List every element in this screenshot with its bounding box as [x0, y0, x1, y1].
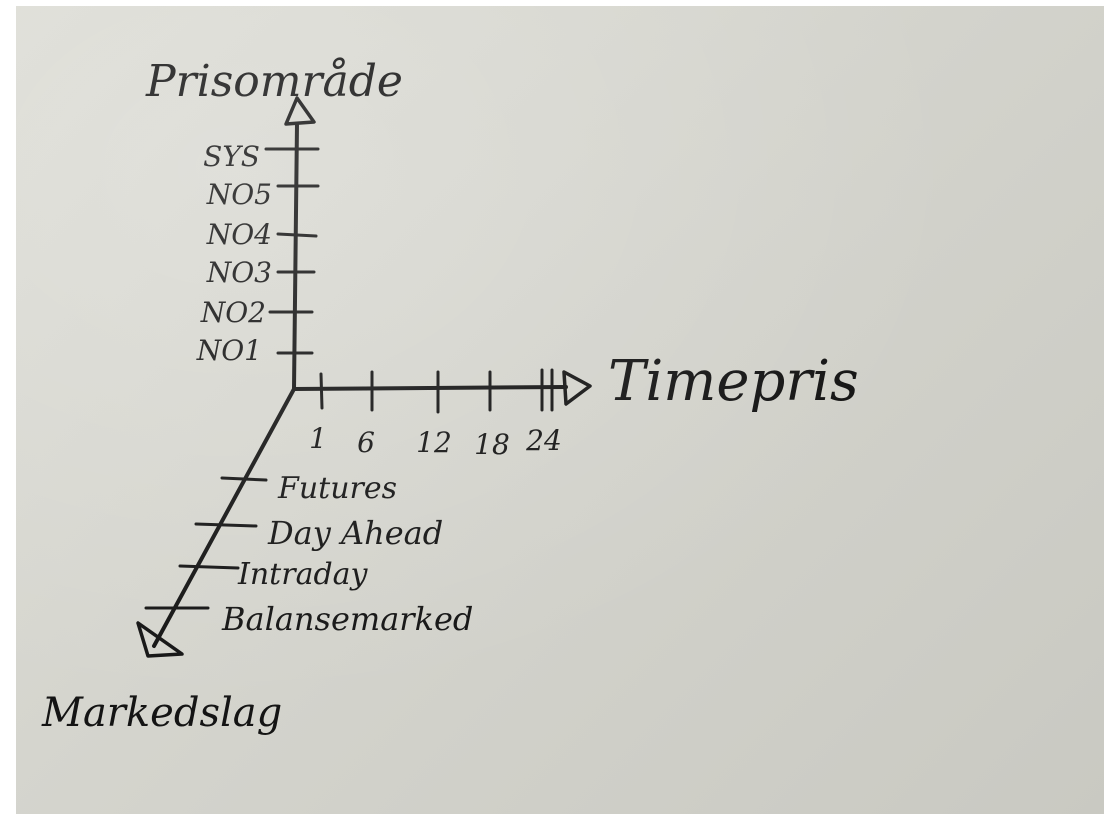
- x-tick-label: 1: [309, 422, 327, 455]
- x-axis-line: [292, 385, 568, 391]
- z-tick-mark: [220, 476, 268, 482]
- y-axis-arrowhead: [284, 96, 316, 126]
- axis-diagram: Prisområde Timepris Markedslag NO1 NO2 N…: [41, 56, 859, 736]
- x-tick-label: 6: [357, 426, 375, 459]
- z-tick-mark: [178, 564, 240, 570]
- x-tick-label: 24: [525, 424, 562, 457]
- z-axis-ticks: [144, 476, 268, 610]
- y-tick-label: NO5: [206, 178, 272, 211]
- z-axis-arrowhead: [136, 621, 184, 658]
- y-tick-label: SYS: [203, 140, 260, 173]
- y-axis-ticks: [264, 147, 320, 355]
- z-axis-line: [152, 387, 296, 648]
- y-tick-label: NO3: [206, 256, 272, 289]
- y-tick-label: NO1: [196, 334, 262, 367]
- x-tick-label: 12: [416, 426, 452, 459]
- x-tick-label: 18: [474, 428, 510, 461]
- z-tick-label: Day Ahead: [267, 514, 443, 552]
- z-tick-label: Intraday: [237, 557, 369, 592]
- y-tick-mark: [276, 232, 318, 238]
- paper-photo: Prisområde Timepris Markedslag NO1 NO2 N…: [16, 6, 1104, 814]
- y-tick-label: NO4: [206, 218, 272, 251]
- x-axis-arrowhead: [562, 370, 592, 406]
- y-tick-label: NO2: [200, 296, 266, 329]
- z-axis-title: Markedslag: [41, 690, 282, 736]
- z-tick-label: Balansemarked: [221, 600, 473, 638]
- x-axis-title: Timepris: [608, 349, 859, 414]
- x-axis-ticks: [319, 368, 554, 414]
- z-tick-mark: [194, 522, 258, 528]
- y-axis-title: Prisområde: [145, 56, 403, 107]
- x-tick-mark: [319, 372, 324, 410]
- y-axis-line: [292, 122, 299, 391]
- z-tick-label: Futures: [277, 471, 397, 506]
